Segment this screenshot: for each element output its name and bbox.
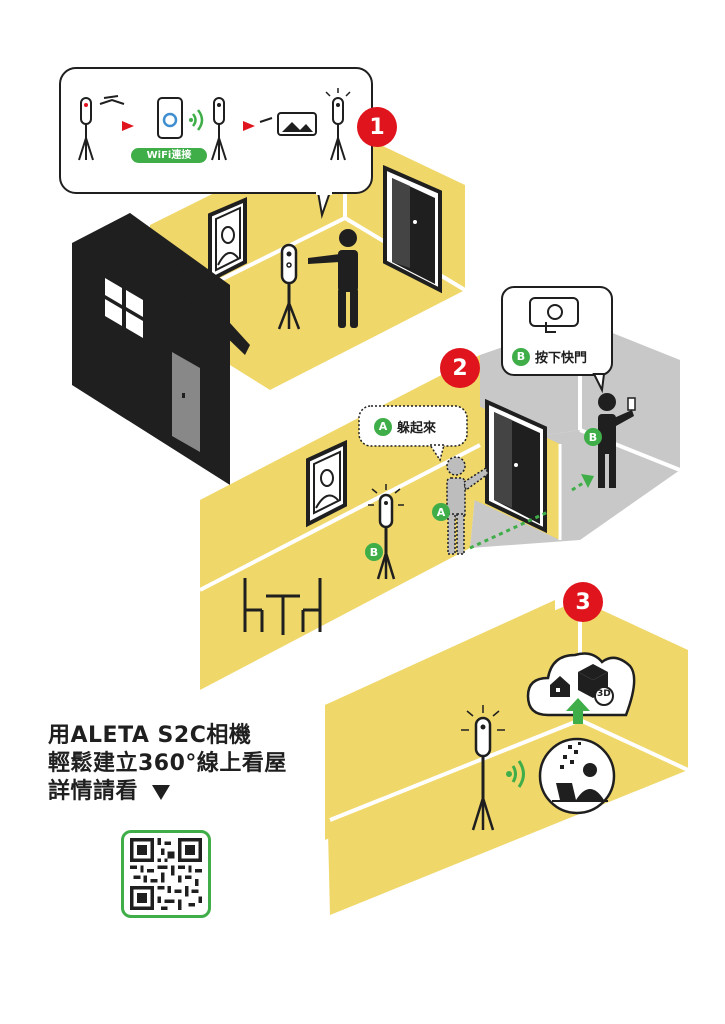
hide-instruction: A 躲起來 xyxy=(374,417,436,436)
house-icon xyxy=(72,213,250,485)
marker-b-camera: B xyxy=(365,543,383,561)
step-badge-2: 2 xyxy=(440,348,480,388)
house-icon xyxy=(550,676,570,697)
shutter-instruction: B 按下快門 xyxy=(512,347,587,366)
camera-tripod-icon xyxy=(461,705,505,831)
marker-a-person: A xyxy=(432,503,450,521)
person-hiding-outline xyxy=(446,456,489,555)
tag-b: B xyxy=(512,347,530,366)
cube-3d-icon xyxy=(578,664,614,706)
mona-lisa-frame-step2 xyxy=(306,439,347,528)
qr-code-icon[interactable] xyxy=(121,830,211,918)
pointing-hand-icon xyxy=(99,95,125,105)
marker-b-person: B xyxy=(584,428,602,446)
see-details-label: 詳情請看 xyxy=(48,779,139,804)
shutter-label: 按下快門 xyxy=(535,351,588,366)
step-badge-1: 1 xyxy=(357,107,397,147)
bubble-step1 xyxy=(59,67,373,219)
person-shutter xyxy=(598,393,636,488)
down-triangle-icon xyxy=(152,784,171,800)
room-step3 xyxy=(325,600,689,915)
phone-icon xyxy=(157,97,183,139)
upload-arrow-icon xyxy=(566,698,590,724)
laptop-user-icon xyxy=(538,737,616,815)
step-badge-3: 3 xyxy=(563,582,603,622)
door-step1 xyxy=(383,164,442,294)
tag-a: A xyxy=(374,417,392,436)
person-step1 xyxy=(308,229,358,328)
headline-line1: 用ALETA S2C相機 xyxy=(48,723,252,748)
bubble-shutter xyxy=(501,286,613,394)
hide-label: 躲起來 xyxy=(397,421,437,436)
camera-tripod-icon xyxy=(368,484,404,580)
bubble-hide xyxy=(358,405,468,462)
headline-line3: 詳情請看 xyxy=(48,778,171,806)
mona-lisa-frame-step1 xyxy=(208,196,247,284)
cloud-icon xyxy=(526,652,636,717)
wifi-icon xyxy=(511,760,525,788)
door-step2 xyxy=(485,398,547,534)
headline: 用ALETA S2C相機 輕鬆建立360°線上看屋 詳情請看 xyxy=(48,722,287,806)
wifi-connect-label: WiFi連接 xyxy=(131,148,207,163)
headline-line2: 輕鬆建立360°線上看屋 xyxy=(48,751,287,776)
table-chairs xyxy=(243,578,322,635)
panorama-icon xyxy=(277,112,317,136)
cube-3d-label: 3D xyxy=(597,689,611,699)
wifi-icon xyxy=(191,109,204,131)
arrow-icon xyxy=(122,121,134,131)
camera-tripod-icon xyxy=(277,243,301,330)
